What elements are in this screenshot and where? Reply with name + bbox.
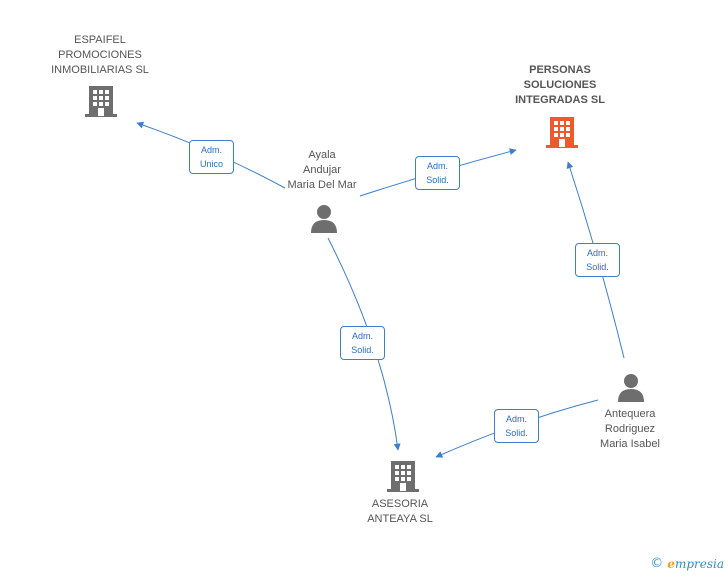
copyright-icon: © xyxy=(650,556,664,571)
edge-label-ayala-personas[interactable]: Adm. Solid. xyxy=(415,156,460,190)
building-icon-asesoria[interactable] xyxy=(386,459,420,493)
node-label-espaifel: ESPAIFEL PROMOCIONES INMOBILIARIAS SL xyxy=(51,34,149,76)
person-icon-ayala[interactable] xyxy=(309,203,339,233)
node-label-ayala: Ayala Andujar Maria Del Mar xyxy=(287,149,357,191)
building-icon-personas[interactable] xyxy=(545,115,579,149)
edge-label-antequera-asesoria[interactable]: Adm. Solid. xyxy=(494,409,539,443)
empresia-watermark: © empresia xyxy=(650,556,724,571)
brand-logo: empresia xyxy=(667,556,724,571)
person-icon-antequera[interactable] xyxy=(616,372,646,402)
node-label-personas: PERSONAS SOLUCIONES INTEGRADAS SL xyxy=(515,64,605,106)
edge-label-ayala-asesoria[interactable]: Adm. Solid. xyxy=(340,326,385,360)
node-label-antequera: Antequera Rodriguez Maria Isabel xyxy=(600,408,660,450)
edge-label-antequera-personas[interactable]: Adm. Solid. xyxy=(575,243,620,277)
building-icon-espaifel[interactable] xyxy=(84,84,118,118)
edge-label-ayala-espaifel[interactable]: Adm. Unico xyxy=(189,140,234,174)
node-label-asesoria: ASESORIA ANTEAYA SL xyxy=(367,498,433,525)
